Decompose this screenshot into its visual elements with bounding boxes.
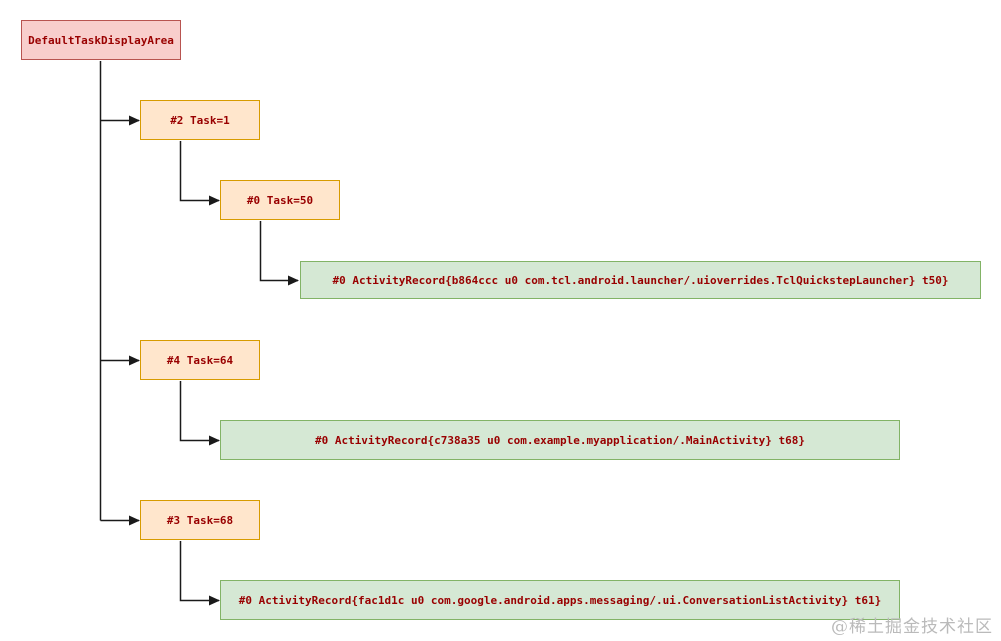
connector-task-64-to-activity-main xyxy=(179,381,220,446)
node-task-68: #3 Task=68 xyxy=(140,500,260,540)
connector-task-1-to-task-50 xyxy=(179,141,220,206)
node-task-50: #0 Task=50 xyxy=(220,180,340,220)
node-activity-launcher: #0 ActivityRecord{b864ccc u0 com.tcl.and… xyxy=(300,261,981,299)
connector-task-50-to-activity-launcher xyxy=(259,221,299,286)
node-task-64: #4 Task=64 xyxy=(140,340,260,380)
node-activity-messaging: #0 ActivityRecord{fac1d1c u0 com.google.… xyxy=(220,580,900,620)
node-activity-main: #0 ActivityRecord{c738a35 u0 com.example… xyxy=(220,420,900,460)
connector-task-68-to-activity-messaging xyxy=(179,541,220,606)
node-task-1: #2 Task=1 xyxy=(140,100,260,140)
watermark: @稀土掘金技术社区 xyxy=(831,617,993,637)
node-default-task-display-area: DefaultTaskDisplayArea xyxy=(21,20,181,60)
